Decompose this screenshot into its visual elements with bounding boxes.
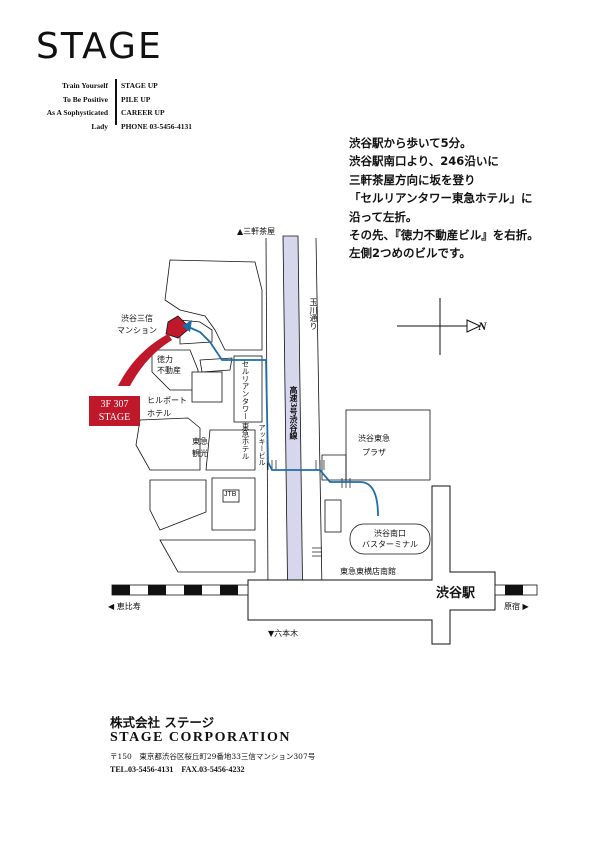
north-compass bbox=[397, 298, 482, 355]
label-tokyu-kanko-2: 観光 bbox=[192, 449, 208, 458]
callout-pointer bbox=[118, 334, 172, 386]
stage-callout: 3F 307 STAGE bbox=[89, 396, 140, 426]
directions-line-2: 渋谷駅南口より、246沿いに bbox=[349, 154, 499, 169]
company-tel-fax: TEL.03-5456-4131 FAX.03-5456-4232 bbox=[110, 765, 245, 774]
label-mansion: 渋谷三信 マンション bbox=[117, 313, 157, 337]
tagline-right-3: CAREER UP bbox=[121, 108, 165, 117]
tagline-left-2: To Be Positive bbox=[62, 94, 108, 104]
tagline-left-4: Lady bbox=[91, 121, 108, 131]
route-arrowhead bbox=[182, 320, 192, 332]
directions-line-3: 三軒茶屋方向に坂を登り bbox=[349, 172, 476, 187]
tagline-right-1: STAGE UP bbox=[121, 81, 158, 90]
label-tokuriki-2: 不動産 bbox=[157, 366, 181, 375]
directions-line-5: 沿って左折。 bbox=[349, 209, 418, 224]
company-address: 〒150 東京都渋谷区桜丘町29番地33三信マンション307号 bbox=[110, 752, 316, 761]
label-jtb: JTB bbox=[224, 491, 237, 498]
label-mansion-1: 渋谷三信 bbox=[121, 314, 153, 323]
north-label: N bbox=[478, 319, 487, 333]
label-expressway: 高速3号渋谷線 bbox=[289, 386, 299, 440]
callout-line-1: 3F 307 bbox=[100, 399, 129, 410]
label-tokyu-kanko: 東急 観光 bbox=[192, 436, 208, 460]
label-mansion-2: マンション bbox=[117, 326, 157, 335]
tagline-divider bbox=[115, 79, 117, 125]
company-name-jp: 株式会社 ステージ bbox=[110, 715, 215, 730]
label-bus-terminal: 渋谷南口 バスターミナル bbox=[354, 528, 426, 550]
tagline-right-2: PILE UP bbox=[121, 94, 151, 104]
cerulean-tower-block bbox=[233, 355, 263, 423]
label-tokuriki-1: 徳力 bbox=[157, 355, 173, 364]
label-tamagawa: 玉川通り bbox=[309, 298, 318, 330]
tagline-right-4: PHONE 03-5456-4131 bbox=[121, 121, 193, 131]
stage-logo: STAGE bbox=[36, 26, 163, 67]
label-hillport-1: ヒルポート bbox=[147, 396, 187, 405]
label-tokyu-plaza-1: 渋谷東急 bbox=[358, 434, 390, 443]
label-hillport: ヒルポート ホテル bbox=[147, 394, 187, 420]
label-tokyu-plaza-2: プラザ bbox=[362, 448, 386, 457]
tagline-right: STAGE UP PILE UP CAREER UP PHONE 03-5456… bbox=[121, 79, 192, 133]
directions-line-4: 「セルリアンタワー東急ホテル」に bbox=[349, 191, 533, 206]
label-harajuku: 原宿 ▶ bbox=[504, 602, 529, 611]
stage-building bbox=[165, 315, 191, 339]
railway bbox=[111, 584, 538, 596]
label-bus-terminal-2: バスターミナル bbox=[362, 540, 418, 549]
tagline-left: Train Yourself To Be Positive As A Sophy… bbox=[28, 79, 108, 133]
east-blocks bbox=[321, 409, 431, 555]
company-name-en: STAGE CORPORATION bbox=[110, 730, 291, 745]
label-cerulean-2: 東急ホテル bbox=[241, 422, 250, 460]
label-tokyu-kanko-1: 東急 bbox=[192, 437, 208, 446]
label-bus-terminal-1: 渋谷南口 bbox=[374, 529, 406, 538]
tagline-left-1: Train Yourself bbox=[61, 81, 108, 90]
label-cerulean: セルリアンタワー 東急ホテル bbox=[240, 360, 250, 460]
walking-route bbox=[185, 325, 379, 517]
label-tokyu-toyoko: 東急東横店南館 bbox=[340, 567, 396, 576]
label-shibuya-station: 渋谷駅 bbox=[436, 586, 476, 601]
directions-text: 渋谷駅から歩いて5分。 渋谷駅南口より、246沿いに 三軒茶屋方向に坂を登り 「… bbox=[349, 134, 539, 263]
shibuya-station bbox=[247, 485, 496, 645]
map-blocks bbox=[135, 259, 263, 573]
label-tokuriki: 徳力 不動産 bbox=[157, 354, 181, 376]
label-tokyu-plaza: 渋谷東急 プラザ bbox=[358, 432, 390, 460]
label-cerulean-1: セルリアンタワー bbox=[241, 360, 250, 420]
label-sangenjaya: ▲三軒茶屋 bbox=[237, 227, 276, 236]
tagline-left-3: As A Sophysticated bbox=[46, 108, 108, 117]
label-roppongi: ▼六本木 bbox=[268, 629, 299, 638]
directions-line-7: 左側2つめのビルです。 bbox=[349, 246, 471, 261]
label-hillport-2: ホテル bbox=[147, 409, 171, 418]
crosswalks bbox=[267, 460, 351, 557]
directions-line-1: 渋谷駅から歩いて5分。 bbox=[349, 136, 472, 150]
label-acky: アッキービル bbox=[258, 424, 266, 466]
directions-line-6: その先、『徳力不動産ビル』を右折。 bbox=[349, 228, 539, 243]
label-ebisu: ◀ 恵比寿 bbox=[108, 602, 141, 611]
callout-line-2: STAGE bbox=[98, 412, 131, 423]
